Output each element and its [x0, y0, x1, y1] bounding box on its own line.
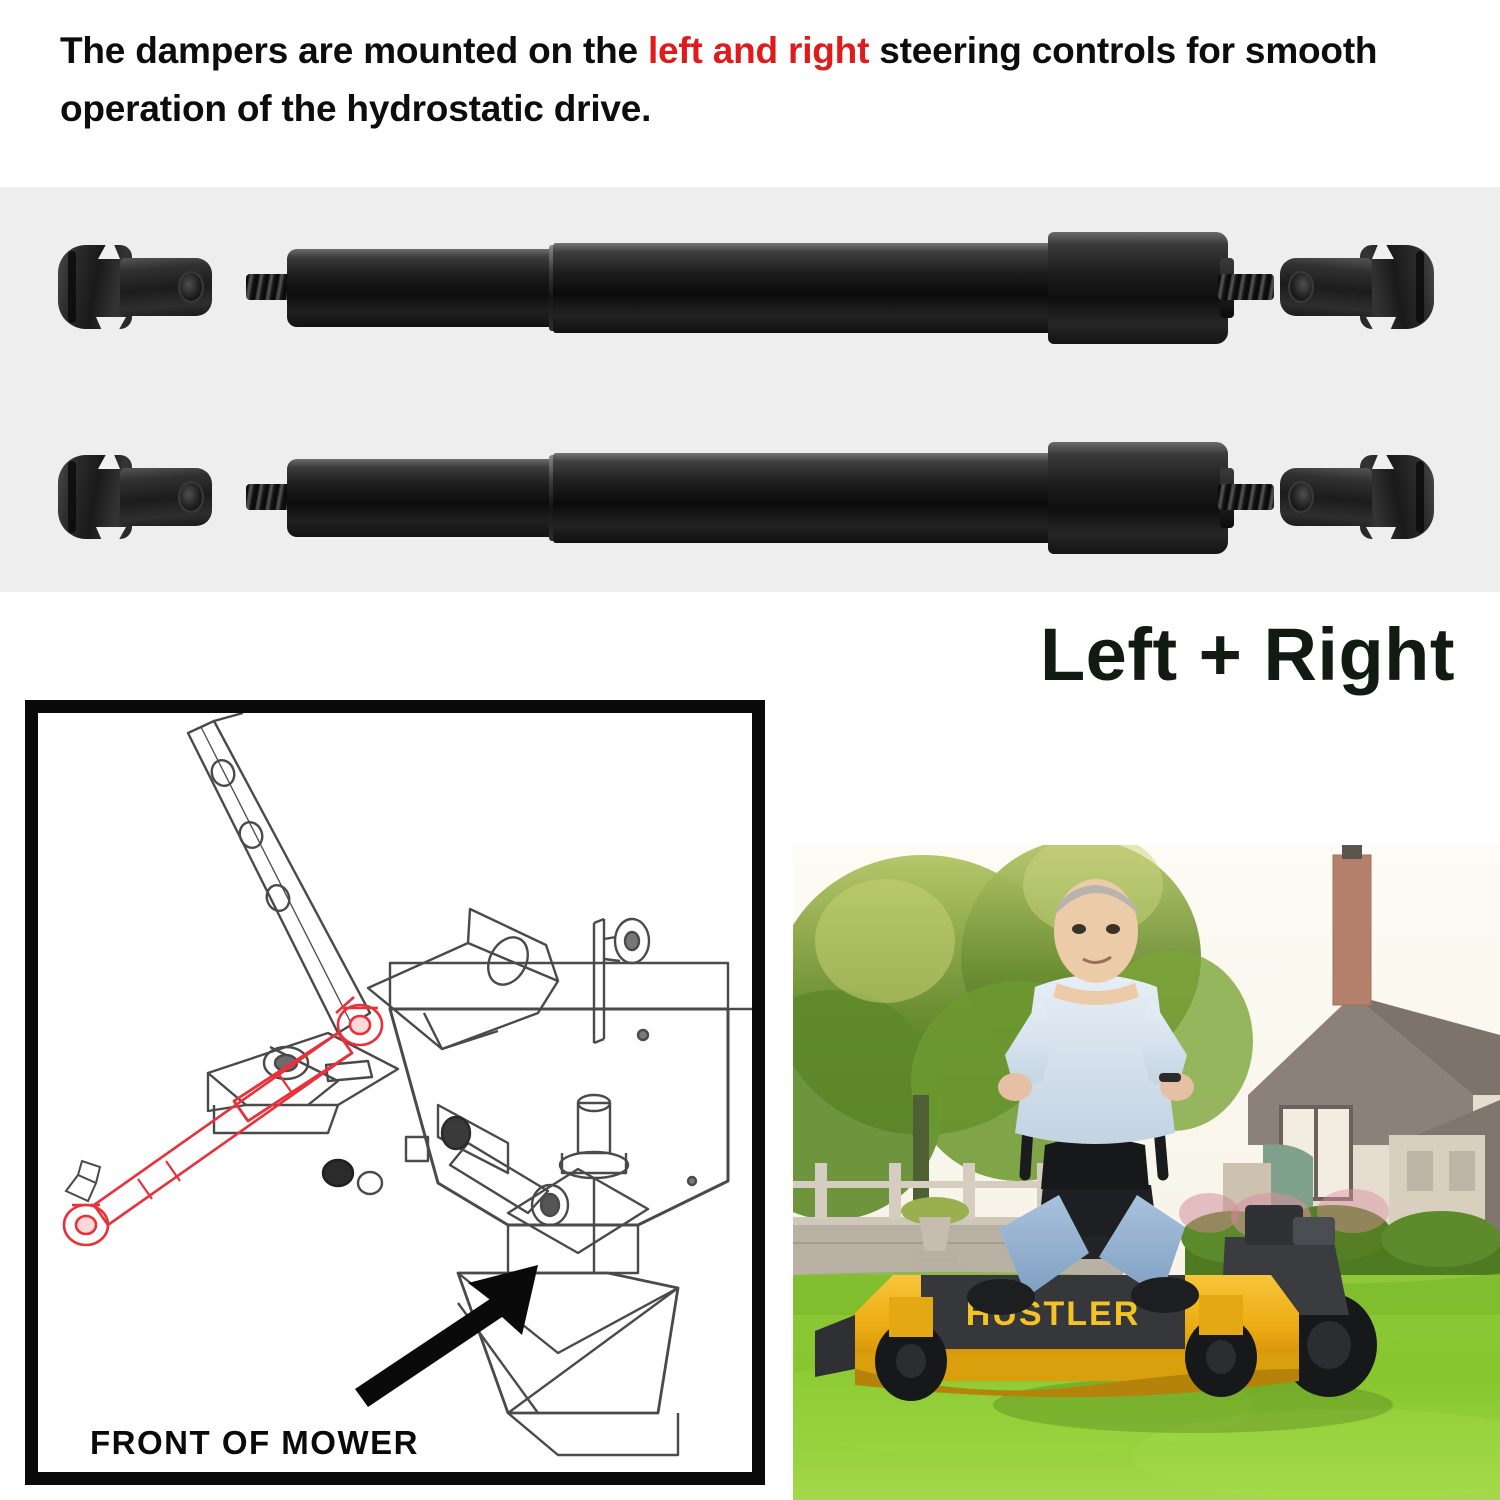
ball-socket-end-fitting-right	[1280, 455, 1434, 542]
ball-socket-end-fitting-right	[1280, 245, 1434, 332]
lifestyle-photo: HUSTLER	[793, 845, 1500, 1500]
wristwatch	[1159, 1073, 1181, 1082]
damper-cylinder-left	[287, 249, 557, 327]
rider	[967, 879, 1199, 1315]
headline-text: The dampers are mounted on the left and …	[60, 22, 1460, 137]
diagram-canvas: FRONT OF MOWER	[38, 713, 752, 1472]
socket-notch-bottom	[96, 317, 126, 332]
front-of-mower-caption: FRONT OF MOWER	[90, 1424, 419, 1461]
socket-slot	[1416, 251, 1424, 323]
socket-bore	[178, 481, 204, 513]
ball-socket-end-fitting-left	[58, 453, 212, 542]
socket-notch-bottom	[1366, 317, 1396, 332]
left-shoe	[967, 1279, 1035, 1315]
right-shoe	[1131, 1277, 1199, 1313]
socket-slot	[1416, 461, 1424, 533]
right-leg	[1099, 1195, 1185, 1297]
socket-slot	[68, 251, 76, 323]
damper-shaft	[553, 453, 1068, 543]
mower-linkage-line-art	[62, 713, 752, 1457]
quantity-label: Left + Right	[1039, 613, 1455, 696]
socket-notch-bottom	[1366, 527, 1396, 542]
right-arm	[1137, 1001, 1187, 1091]
mower-scene-illustration: HUSTLER	[793, 845, 1500, 1500]
headline-part1: The dampers are mounted on the	[60, 30, 648, 71]
socket-bore	[178, 271, 204, 303]
threaded-stud-right	[1218, 274, 1274, 300]
product-photo-panel	[0, 187, 1500, 592]
socket-bore	[1288, 481, 1314, 513]
left-hand	[998, 1073, 1032, 1101]
damper-cylinder-left	[287, 459, 557, 537]
damper-assembly-2	[0, 422, 1500, 572]
front-of-mower-arrow	[355, 1265, 538, 1407]
damper-shaft	[553, 243, 1068, 333]
hair	[1055, 885, 1139, 915]
socket-slot	[68, 461, 76, 533]
damper-body-right	[1048, 232, 1234, 344]
ball-socket-end-fitting-left	[58, 243, 212, 332]
headline-part2: steering controls for smooth operation o…	[60, 30, 1378, 129]
left-leg	[999, 1195, 1089, 1297]
headline-highlight: left and right	[647, 30, 870, 71]
head	[1054, 879, 1138, 983]
left-arm	[1005, 1001, 1055, 1091]
damper-body-right	[1048, 442, 1234, 554]
installation-diagram-panel: FRONT OF MOWER	[25, 700, 765, 1485]
torso	[1015, 975, 1175, 1144]
socket-bore	[1288, 271, 1314, 303]
damper-assembly-1	[0, 212, 1500, 362]
threaded-stud-right	[1218, 484, 1274, 510]
socket-notch-bottom	[96, 527, 126, 542]
